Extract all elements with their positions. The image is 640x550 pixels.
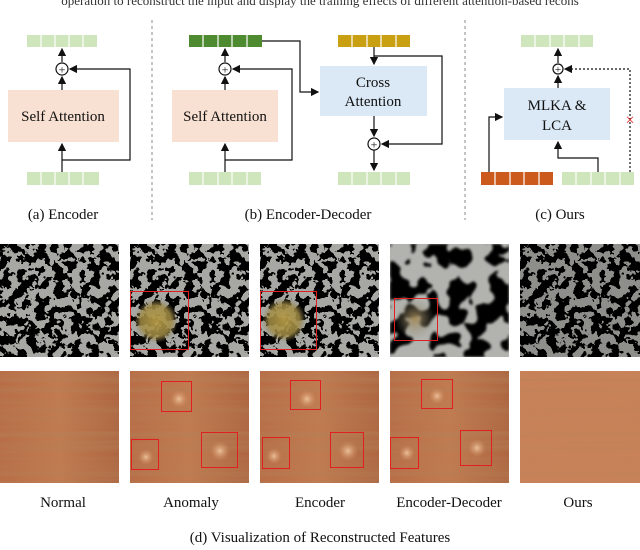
panel-b-caption: (b) Encoder-Decoder [244, 207, 372, 223]
anomaly-highlight-box [390, 437, 419, 469]
wood-anomaly-image [130, 371, 249, 483]
input-tokens [27, 172, 99, 185]
residual-connection [374, 55, 443, 149]
anomaly-highlight-box [460, 430, 492, 466]
input-tokens [189, 172, 261, 185]
anomaly-highlight-box [330, 432, 364, 468]
column-label-ours: Ours [563, 495, 593, 511]
mlka-lca-block [504, 88, 610, 140]
svg-text:Attention: Attention [345, 94, 402, 110]
granite-encoder-decoder-image [390, 244, 509, 357]
output-tokens [338, 172, 410, 185]
anomaly-highlight-box [131, 439, 159, 470]
anomaly-highlight-box [290, 380, 321, 410]
output-tokens [27, 35, 97, 47]
column-label-normal: Normal [40, 495, 86, 511]
input-to-block-arrow [553, 140, 599, 172]
column-label-encoder: Encoder [295, 495, 345, 511]
panel-c-caption: (c) Ours [535, 207, 585, 223]
svg-text:+: + [371, 138, 378, 152]
anomaly-highlight-box [130, 291, 189, 350]
panel-encoder-decoder: + Self Attention Cross Attention + [172, 35, 443, 185]
anomaly-highlight-box [394, 298, 438, 341]
svg-text:Self Attention: Self Attention [21, 109, 105, 125]
svg-text:+: + [555, 64, 561, 76]
wood-normal-image [0, 371, 119, 483]
add-operator [552, 63, 564, 75]
granite-ours-image [520, 244, 640, 357]
column-label-anomaly: Anomaly [163, 495, 219, 511]
anomaly-highlight-box [260, 291, 317, 350]
panel-encoder: + Self Attention [8, 35, 131, 185]
blocked-mark: × [625, 112, 634, 129]
residual-connection [62, 64, 131, 161]
svg-text:MLKA &: MLKA & [528, 98, 587, 114]
column-label-encoder-decoder: Encoder-Decoder [396, 495, 502, 511]
wood-encoder-image [260, 371, 379, 483]
figure-caption: (d) Visualization of Reconstructed Featu… [189, 530, 451, 546]
top-caption-text: operation to reconstruct the input and d… [61, 0, 579, 8]
anomaly-highlight-box [421, 379, 453, 409]
residual-connection [225, 64, 293, 161]
cross-attention-block [320, 66, 427, 116]
wood-encoder-decoder-image [390, 371, 509, 483]
svg-text:LCA: LCA [542, 118, 572, 134]
add-operator [55, 62, 69, 76]
granite-normal-image [0, 244, 119, 357]
panel-ours: + MLKA & LCA × [481, 35, 635, 185]
output-tokens [521, 35, 593, 47]
granite-encoder-image [260, 244, 379, 357]
add-operator [218, 62, 232, 76]
prior-to-block-arrow [488, 112, 504, 172]
self-attention-block [172, 90, 278, 142]
query-tokens [338, 35, 410, 47]
encoder-output-tokens [189, 35, 262, 47]
svg-text:Self Attention: Self Attention [183, 109, 267, 125]
prior-tokens [481, 172, 553, 185]
panel-a-caption: (a) Encoder [27, 207, 99, 223]
svg-text:+: + [59, 63, 66, 77]
encoder-to-cross-arrow [262, 40, 320, 97]
architecture-diagram: operation to reconstruct the input and d… [8, 0, 635, 220]
wood-ours-image [520, 371, 640, 483]
anomaly-highlight-box [201, 432, 238, 468]
svg-text:+: + [222, 63, 229, 77]
anomaly-highlight-box [161, 381, 192, 412]
self-attention-block [8, 90, 119, 142]
granite-anomaly-image [130, 244, 249, 357]
svg-text:Cross: Cross [356, 75, 390, 91]
anomaly-highlight-box [262, 437, 290, 469]
input-tokens [562, 172, 634, 185]
